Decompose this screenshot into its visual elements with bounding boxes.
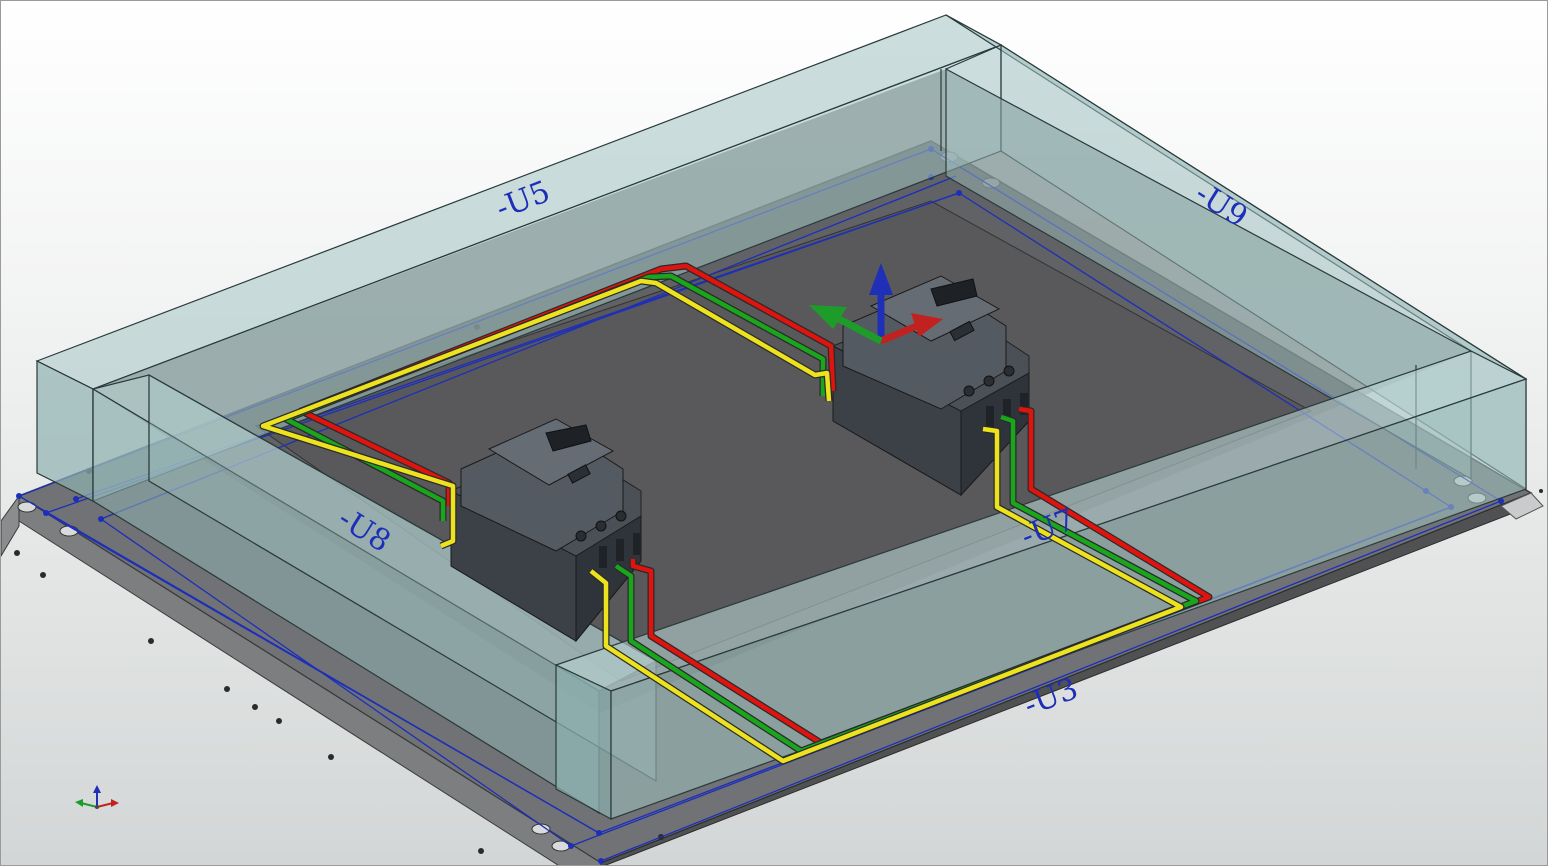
axis-triad-icon: [75, 785, 119, 809]
duct-U8[interactable]: [91, 373, 658, 815]
wires[interactable]: [259, 262, 1213, 765]
wire-yellow[interactable]: [260, 278, 832, 549]
circuit-breaker-icon[interactable]: [450, 418, 642, 643]
wire-green[interactable]: [283, 273, 826, 521]
duct-U5[interactable]: [35, 14, 1003, 502]
wire-yellow[interactable]: [589, 426, 1184, 764]
move-gizmo-icon[interactable]: [809, 263, 943, 345]
